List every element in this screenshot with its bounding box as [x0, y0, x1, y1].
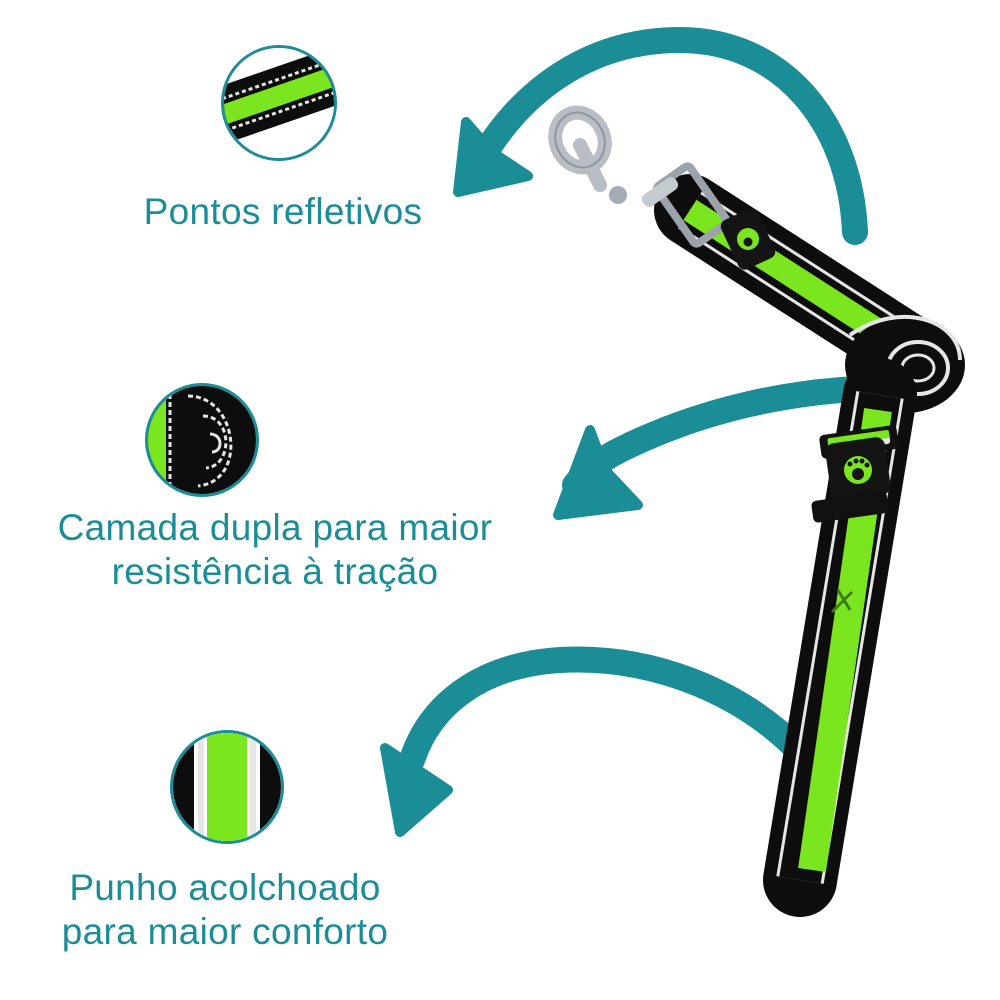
- double-layer-closeup-icon: [145, 383, 259, 497]
- arrow-reflective-points: [453, 26, 868, 245]
- reflective-stitching-closeup-icon: [221, 45, 337, 161]
- feature-label-line: Punho acolchoado: [69, 867, 381, 908]
- padded-handle-closeup-icon: [170, 730, 284, 844]
- feature-label-double-layer: Camada dupla para maior resistência à tr…: [10, 506, 540, 594]
- feature-label-padded-handle: Punho acolchoado para maior conforto: [20, 866, 430, 954]
- clip-keeper: [720, 208, 776, 270]
- feature-label-line: para maior conforto: [61, 911, 389, 952]
- feature-label-reflective-points: Pontos refletivos: [108, 190, 458, 234]
- feature-label-line: Camada dupla para maior: [57, 507, 493, 548]
- feature-label-line: resistência à tração: [111, 551, 439, 592]
- snap-clip: [548, 105, 731, 248]
- arrow-padded-handle: [380, 646, 813, 837]
- arrow-double-layer: [553, 375, 893, 520]
- feature-label-line: Pontos refletivos: [143, 191, 423, 232]
- strap-keeper: [811, 425, 899, 523]
